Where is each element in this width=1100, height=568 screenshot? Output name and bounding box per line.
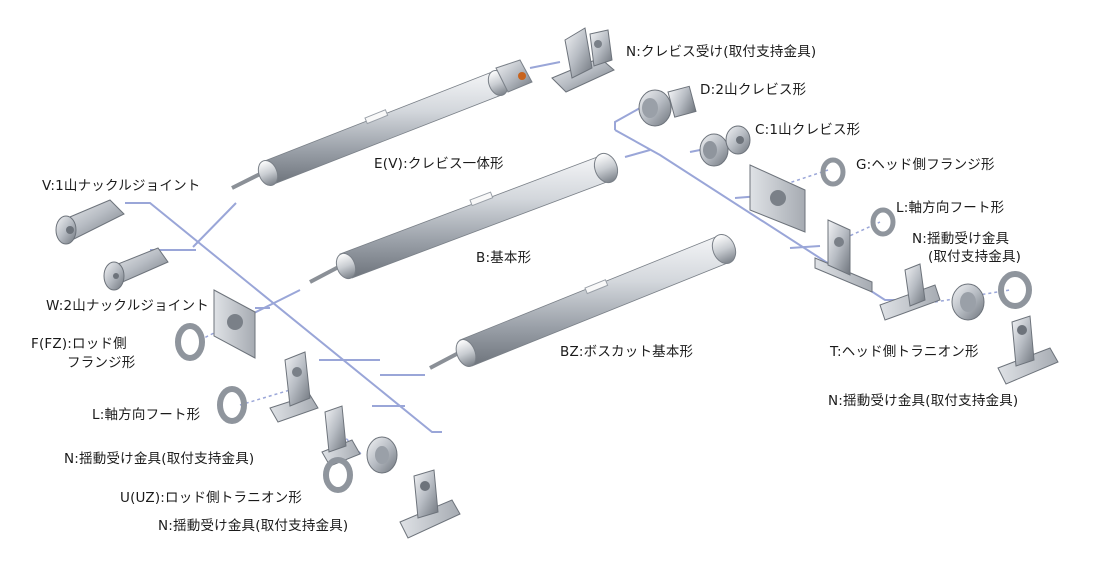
- connector-to-clevis-integrated: [192, 202, 237, 248]
- connector-single-clevis: [689, 149, 701, 153]
- connector-double-clevis: [614, 107, 641, 130]
- part-head-flange: [749, 157, 846, 233]
- part-rod-trunnion: [323, 436, 398, 493]
- connector-clevis-bracket: [529, 61, 561, 69]
- part-pivot-bracket-right: [997, 315, 1059, 385]
- label-clevis-integrated: E(V):クレビス一体形: [374, 156, 504, 172]
- label-boss-cut-basic: BZ:ボスカット基本形: [560, 344, 694, 360]
- label-foot-left: L:軸方向フート形: [92, 407, 201, 423]
- label-head-trunnion: T:ヘッド側トラニオン形: [830, 344, 979, 360]
- part-pivot-bracket-left: [321, 405, 361, 467]
- part-single-clevis: [699, 125, 751, 167]
- connector-left-main: [125, 202, 442, 433]
- part-rod-flange: [175, 289, 256, 361]
- label-head-flange: G:ヘッド側フランジ形: [856, 157, 995, 173]
- label-double-clevis: D:2山クレビス形: [700, 82, 807, 98]
- label-foot-right: L:軸方向フート形: [896, 200, 1005, 216]
- label-pivot-bracket-left: N:揺動受け金具(取付支持金具): [64, 451, 255, 467]
- label-rod-flange-2: フランジ形: [67, 355, 136, 371]
- part-pivot-bracket-left-bottom: [399, 469, 461, 539]
- connector-from-basic: [624, 149, 651, 158]
- part-clevis-bracket-top: [551, 27, 615, 93]
- part-foot-right: [814, 207, 896, 293]
- cylinder-boss-cut-basic: [429, 233, 737, 370]
- label-rod-flange-1: F(FZ):ロッド側: [31, 336, 127, 352]
- part-foot-left: [217, 351, 319, 424]
- label-single-clevis: C:1山クレビス形: [755, 122, 861, 138]
- label-pivot-bracket-right-2: (取付支持金具): [928, 249, 1022, 265]
- part-head-trunnion: [879, 263, 1032, 321]
- label-basic: B:基本形: [476, 250, 532, 266]
- part-double-clevis: [638, 85, 697, 127]
- label-single-knuckle: V:1山ナックルジョイント: [42, 178, 201, 194]
- part-double-knuckle: [103, 247, 169, 291]
- connector-lines: [125, 61, 900, 433]
- label-pivot-bracket-right-bottom: N:揺動受け金具(取付支持金具): [828, 393, 1019, 409]
- label-pivot-bracket-right-1: N:揺動受け金具: [912, 231, 1010, 247]
- cylinder-clevis-integrated: [231, 59, 533, 190]
- part-single-knuckle: [55, 199, 125, 245]
- label-double-knuckle: W:2山ナックルジョイント: [46, 298, 209, 314]
- label-clevis-bracket-top: N:クレビス受け(取付支持金具): [626, 44, 817, 60]
- connector-foot-right: [789, 245, 821, 249]
- cylinder-basic: [309, 152, 619, 284]
- label-pivot-bracket-left-bottom: N:揺動受け金具(取付支持金具): [158, 518, 349, 534]
- label-rod-trunnion: U(UZ):ロッド側トラニオン形: [120, 490, 303, 506]
